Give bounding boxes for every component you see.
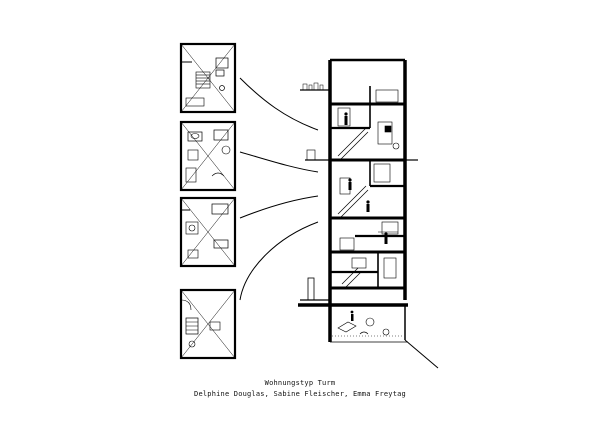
floor-plan-4: [179, 288, 237, 360]
floor-plan-3: [179, 196, 237, 268]
floor-plan-2: [179, 120, 237, 192]
caption-title: Wohnungstyp Turm: [264, 379, 336, 387]
tower-section: [298, 58, 439, 369]
floor-plan-1: [179, 42, 237, 114]
caption-authors: Delphine Douglas, Sabine Fleischer, Emma…: [194, 390, 406, 398]
connector-lines: [239, 77, 319, 301]
